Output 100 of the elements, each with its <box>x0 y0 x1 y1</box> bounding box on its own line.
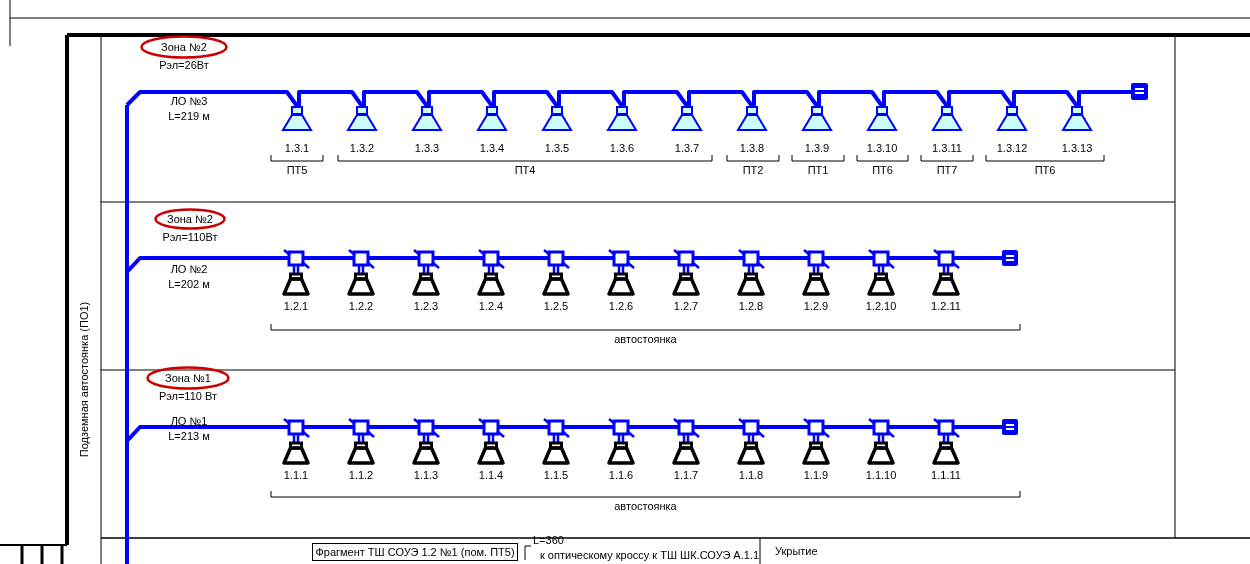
ceiling-speaker <box>671 106 703 154</box>
speaker-label: 1.2.1 <box>282 300 310 312</box>
cable-line <box>636 256 671 260</box>
cable-line <box>882 90 949 108</box>
cable-line <box>376 425 411 429</box>
zone-label: Зона №2 <box>166 213 214 225</box>
zone-ellipse <box>140 35 228 59</box>
ceiling-speaker <box>801 106 833 154</box>
speaker-label: 1.1.2 <box>347 469 375 481</box>
cable-line <box>571 425 606 429</box>
line-label: ЛО №1 L=213 м <box>167 414 211 444</box>
fragment-title: Фрагмент ТШ СОУЭ 1.2 №1 (пом. ПТ5) <box>314 546 516 558</box>
speaker-label: 1.3.8 <box>738 142 766 154</box>
speaker-label: 1.3.3 <box>413 142 441 154</box>
ceiling-speaker <box>541 106 573 154</box>
cable-line <box>297 90 364 108</box>
speaker-label: 1.2.11 <box>930 300 962 312</box>
line-label: ЛО №3 L=219 м <box>167 94 211 124</box>
ceiling-speaker <box>411 106 443 154</box>
power-label: Рэл=110 Вт <box>158 390 218 403</box>
speaker-label: 1.2.8 <box>737 300 765 312</box>
speaker-label: 1.1.11 <box>930 469 962 481</box>
cable-line <box>557 90 624 108</box>
cable-line <box>622 90 689 108</box>
ceiling-speaker <box>346 106 378 154</box>
speaker-label: 1.1.1 <box>282 469 310 481</box>
room-label: ПТ5 <box>285 164 309 177</box>
cable-riser <box>125 105 129 564</box>
speaker-label: 1.3.4 <box>478 142 506 154</box>
cable-line <box>571 256 606 260</box>
line-end-terminator <box>1002 250 1018 266</box>
cable-line <box>896 256 931 260</box>
speaker-label: 1.1.10 <box>864 469 898 481</box>
speaker-label: 1.3.11 <box>931 142 963 154</box>
cable-line <box>947 90 1014 108</box>
speaker-label: 1.3.9 <box>803 142 831 154</box>
speaker-label: 1.3.5 <box>543 142 571 154</box>
cable-route-note: к оптическому кроссу к ТШ ШК.СОУЭ А.1.1 <box>540 549 760 562</box>
room-label: ПТ6 <box>1033 164 1057 177</box>
cable-line <box>311 256 346 260</box>
zone-ellipse <box>146 366 230 390</box>
cable-line <box>766 256 801 260</box>
area-label: Подземная автостоянка (ПО1) <box>77 300 91 460</box>
cable-line <box>441 425 476 429</box>
area-label: Укрытие <box>775 545 818 558</box>
speaker-label: 1.1.9 <box>802 469 830 481</box>
ceiling-speaker <box>866 106 898 154</box>
speaker-label: 1.1.3 <box>412 469 440 481</box>
cable-line <box>831 425 866 429</box>
area-label: автостоянка <box>613 333 678 346</box>
speaker-label: 1.2.9 <box>802 300 830 312</box>
speaker-label: 1.1.7 <box>672 469 700 481</box>
speaker-label: 1.1.5 <box>542 469 570 481</box>
speaker-label: 1.3.7 <box>673 142 701 154</box>
speaker-label: 1.2.7 <box>672 300 700 312</box>
cable-line <box>506 425 541 429</box>
ceiling-speaker <box>996 106 1028 154</box>
line-label: ЛО №2 L=202 м <box>167 262 211 292</box>
cable-line <box>362 90 429 108</box>
cable-line <box>1012 90 1079 108</box>
speaker-label: 1.3.13 <box>1060 142 1094 154</box>
cable-line <box>441 256 476 260</box>
cable-line <box>766 425 801 429</box>
cable-line <box>817 90 884 108</box>
area-label: автостоянка <box>613 500 678 513</box>
speaker-label: 1.1.6 <box>607 469 635 481</box>
speaker-label: 1.2.2 <box>347 300 375 312</box>
ceiling-speaker <box>606 106 638 154</box>
line-end-terminator <box>1002 419 1018 435</box>
speaker-label: 1.2.3 <box>412 300 440 312</box>
cable-line <box>701 256 736 260</box>
speaker-label: 1.3.12 <box>995 142 1029 154</box>
line-end-terminator <box>1131 83 1148 100</box>
cable-line <box>831 256 866 260</box>
zone-ellipse <box>154 208 226 230</box>
zone-label: Зона №2 <box>160 41 208 53</box>
ceiling-speaker <box>1061 106 1093 154</box>
cable-line <box>311 425 346 429</box>
cable-line <box>125 90 299 108</box>
cable-line <box>752 90 819 108</box>
cable-line <box>961 256 1002 260</box>
power-label: Рэл=26Вт <box>158 59 210 72</box>
cable-line <box>506 256 541 260</box>
speaker-label: 1.3.1 <box>283 142 311 154</box>
speaker-label: 1.1.8 <box>737 469 765 481</box>
speaker-label: 1.2.4 <box>477 300 505 312</box>
zone-label: Зона №1 <box>164 372 212 384</box>
speaker-label: 1.2.6 <box>607 300 635 312</box>
cable-line <box>427 90 494 108</box>
cable-line <box>492 90 559 108</box>
cable-line <box>687 90 754 108</box>
cable-line <box>1077 90 1131 106</box>
speaker-label: 1.2.5 <box>542 300 570 312</box>
ceiling-speaker <box>736 106 768 154</box>
ceiling-speaker <box>281 106 313 154</box>
cable-line <box>636 425 671 429</box>
speaker-label: 1.1.4 <box>477 469 505 481</box>
cable-line <box>896 425 931 429</box>
speaker-label: 1.3.10 <box>865 142 899 154</box>
ceiling-speaker <box>931 106 963 154</box>
